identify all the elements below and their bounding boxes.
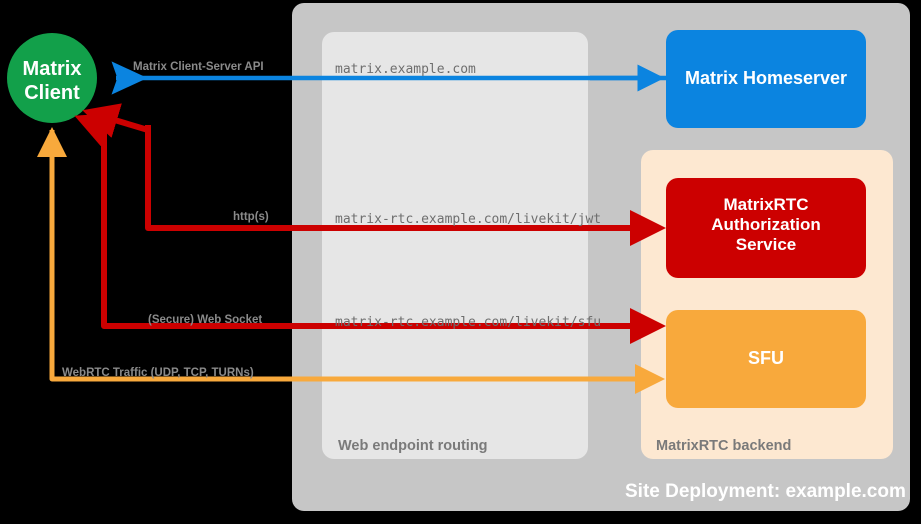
connection-label-https: http(s) <box>233 211 269 223</box>
sfu-box[interactable] <box>666 310 866 408</box>
site-deployment-label: Site Deployment: example.com <box>625 481 906 502</box>
matrixrtc-authorization-service-box[interactable] <box>666 178 866 278</box>
endpoint-matrix-url: matrix.example.com <box>335 62 476 77</box>
connection-label-client-server-api: Matrix Client-Server API <box>133 61 264 73</box>
group-label-matrixrtc-backend: MatrixRTC backend <box>656 438 792 454</box>
matrix-client-node[interactable] <box>7 33 97 123</box>
group-label-web-endpoint-routing: Web endpoint routing <box>338 438 488 454</box>
connection-https-arrowhead-client <box>82 103 151 228</box>
endpoint-sfu-url: matrix-rtc.example.com/livekit/sfu <box>335 315 602 330</box>
web-endpoint-routing-container <box>322 32 588 459</box>
connection-label-webrtc-traffic: WebRTC Traffic (UDP, TCP, TURNs) <box>62 367 254 379</box>
connection-label-websocket: (Secure) Web Socket <box>148 314 263 326</box>
connection-websocket-arrowhead-client <box>74 112 115 200</box>
matrix-homeserver-box[interactable] <box>666 30 866 128</box>
endpoint-jwt-url: matrix-rtc.example.com/livekit/jwt <box>335 212 602 227</box>
